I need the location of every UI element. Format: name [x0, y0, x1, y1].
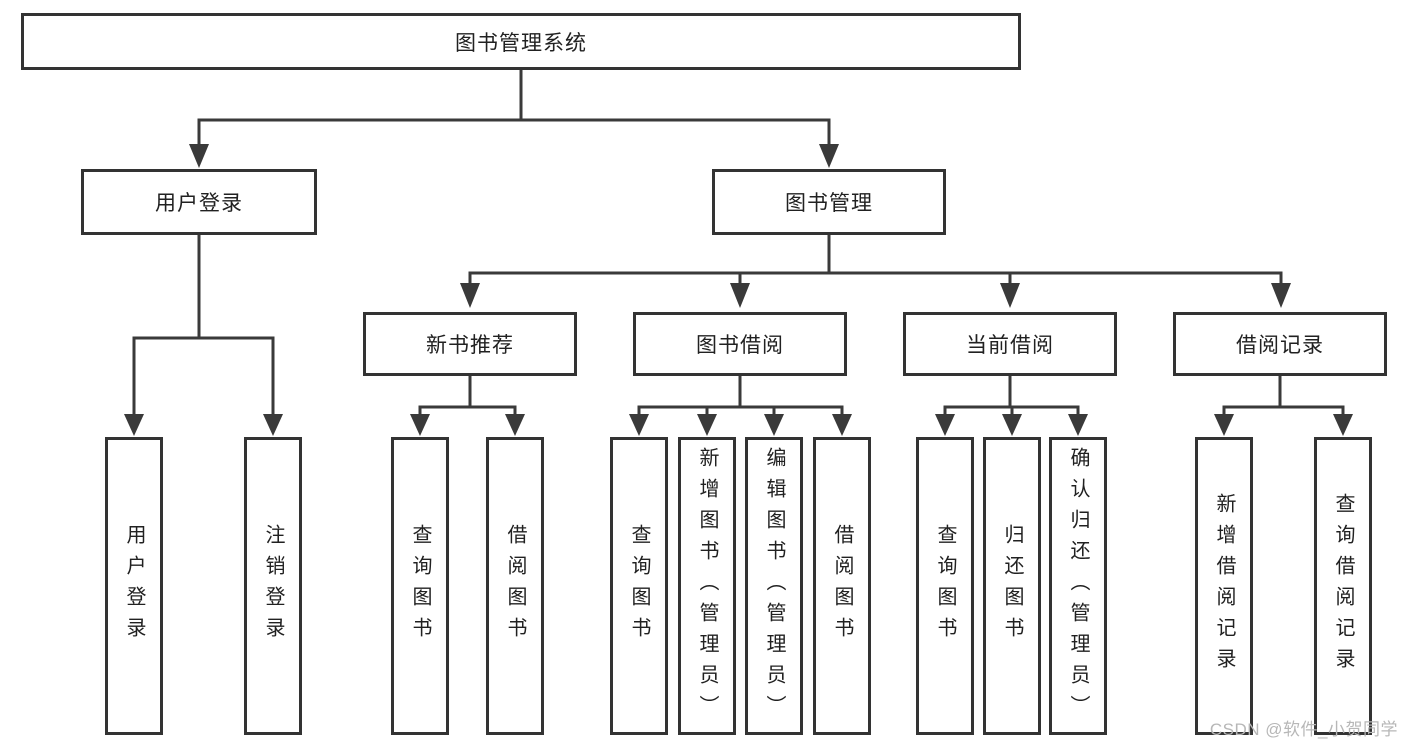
- leaf-label: 查询图书: [409, 524, 431, 648]
- node-label: 用户登录: [155, 192, 243, 215]
- leaf-return-books: 归还图书: [983, 437, 1041, 735]
- leaf-label: 新增图书（管理员）: [696, 446, 718, 726]
- leaf-label: 借阅图书: [504, 524, 526, 648]
- leaf-label: 借阅图书: [831, 524, 853, 648]
- leaf-add-books-admin: 新增图书（管理员）: [678, 437, 736, 735]
- leaf-edit-books-admin: 编辑图书（管理员）: [745, 437, 803, 735]
- leaf-borrow-books: 借阅图书: [486, 437, 544, 735]
- leaf-query-books: 查询图书: [391, 437, 449, 735]
- node-label: 新书推荐: [426, 334, 514, 357]
- leaf-label: 编辑图书（管理员）: [763, 446, 785, 726]
- leaf-label: 查询图书: [628, 524, 650, 648]
- leaf-label: 查询借阅记录: [1332, 493, 1354, 679]
- node-label: 图书借阅: [696, 334, 784, 357]
- leaf-label: 注销登录: [262, 524, 284, 648]
- leaf-confirm-return-admin: 确认归还（管理员）: [1049, 437, 1107, 735]
- leaf-label: 归还图书: [1001, 524, 1023, 648]
- leaf-add-borrow-record: 新增借阅记录: [1195, 437, 1253, 735]
- leaf-query-books: 查询图书: [610, 437, 668, 735]
- node-library-management-system: 图书管理系统: [21, 13, 1021, 70]
- leaf-user-login: 用户登录: [105, 437, 163, 735]
- node-book-borrowing: 图书借阅: [633, 312, 847, 376]
- leaf-logout: 注销登录: [244, 437, 302, 735]
- node-label: 图书管理: [785, 192, 873, 215]
- node-label: 图书管理系统: [455, 31, 587, 55]
- csdn-watermark: CSDN @软件_小贺同学: [1209, 720, 1398, 739]
- leaf-label: 查询图书: [934, 524, 956, 648]
- node-label: 借阅记录: [1236, 334, 1324, 357]
- node-user-login: 用户登录: [81, 169, 317, 235]
- leaf-label: 新增借阅记录: [1213, 493, 1235, 679]
- leaf-label: 确认归还（管理员）: [1067, 446, 1089, 726]
- node-current-borrowing: 当前借阅: [903, 312, 1117, 376]
- leaf-query-books: 查询图书: [916, 437, 974, 735]
- leaf-borrow-books: 借阅图书: [813, 437, 871, 735]
- node-new-book-recommendation: 新书推荐: [363, 312, 577, 376]
- node-borrowing-records: 借阅记录: [1173, 312, 1387, 376]
- leaf-query-borrow-record: 查询借阅记录: [1314, 437, 1372, 735]
- leaf-label: 用户登录: [123, 524, 145, 648]
- node-book-management: 图书管理: [712, 169, 946, 235]
- node-label: 当前借阅: [966, 334, 1054, 357]
